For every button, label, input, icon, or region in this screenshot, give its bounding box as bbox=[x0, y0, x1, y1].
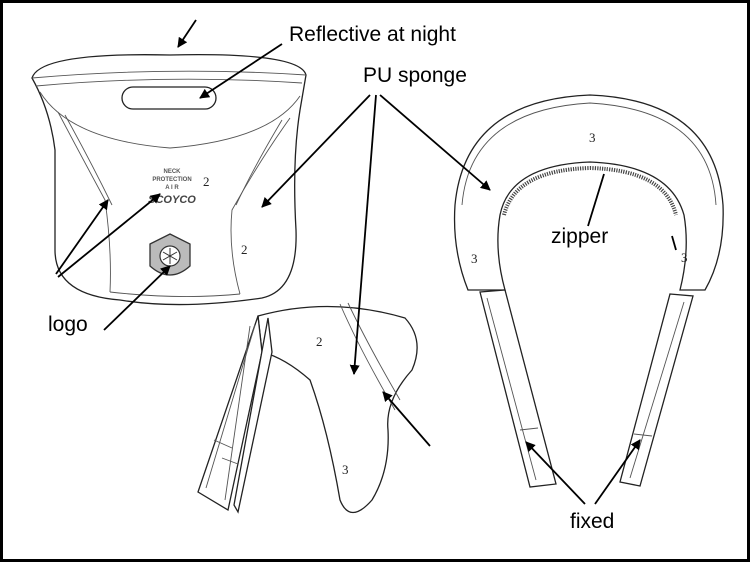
collar-top-view-drawing: 3 3 3 bbox=[453, 94, 724, 488]
badge-line-2: PROTECTION bbox=[152, 177, 191, 183]
collar-part-number-left: 3 bbox=[471, 251, 478, 266]
pu-sponge-label: PU sponge bbox=[363, 64, 467, 87]
zipper-leader-line bbox=[587, 173, 605, 227]
badge-line-3: A I R bbox=[165, 185, 179, 191]
front-part-number-b: 2 bbox=[241, 242, 248, 257]
reflective-slot bbox=[121, 86, 217, 110]
top-edge-arrow bbox=[177, 19, 197, 48]
logo-arrow-a bbox=[55, 199, 109, 275]
callout-arrows bbox=[55, 19, 677, 505]
fixed-arrow-right bbox=[594, 439, 641, 505]
collar-part-number-right: 3 bbox=[681, 250, 688, 265]
fixed-label: fixed bbox=[570, 510, 614, 533]
reflective-arrow bbox=[199, 43, 283, 99]
logo-label: logo bbox=[48, 313, 88, 336]
collar-right-tick bbox=[671, 235, 677, 251]
pu-sponge-arrow-side bbox=[349, 94, 377, 375]
zipper-track bbox=[502, 165, 678, 216]
fixed-arrow-left bbox=[525, 441, 586, 505]
front-part-number-a: 2 bbox=[203, 174, 210, 189]
logo-arrow-c bbox=[103, 265, 171, 331]
reflective-label: Reflective at night bbox=[289, 23, 456, 46]
shield-logo-icon bbox=[149, 233, 191, 276]
zipper-label: zipper bbox=[551, 225, 608, 248]
badge-line-1: NECK bbox=[163, 169, 181, 175]
side-part-number-b: 3 bbox=[342, 462, 349, 477]
logo-arrow-b bbox=[57, 193, 161, 278]
side-part-number-a: 2 bbox=[316, 334, 323, 349]
side-reflective-arrow bbox=[382, 391, 431, 447]
pu-sponge-arrow-front bbox=[261, 94, 371, 208]
side-view-drawing: 2 3 bbox=[197, 302, 418, 514]
pu-sponge-arrow-collar bbox=[379, 94, 491, 191]
collar-part-number-top: 3 bbox=[589, 130, 596, 145]
brand-logo-text: SCOYCO bbox=[148, 194, 196, 206]
